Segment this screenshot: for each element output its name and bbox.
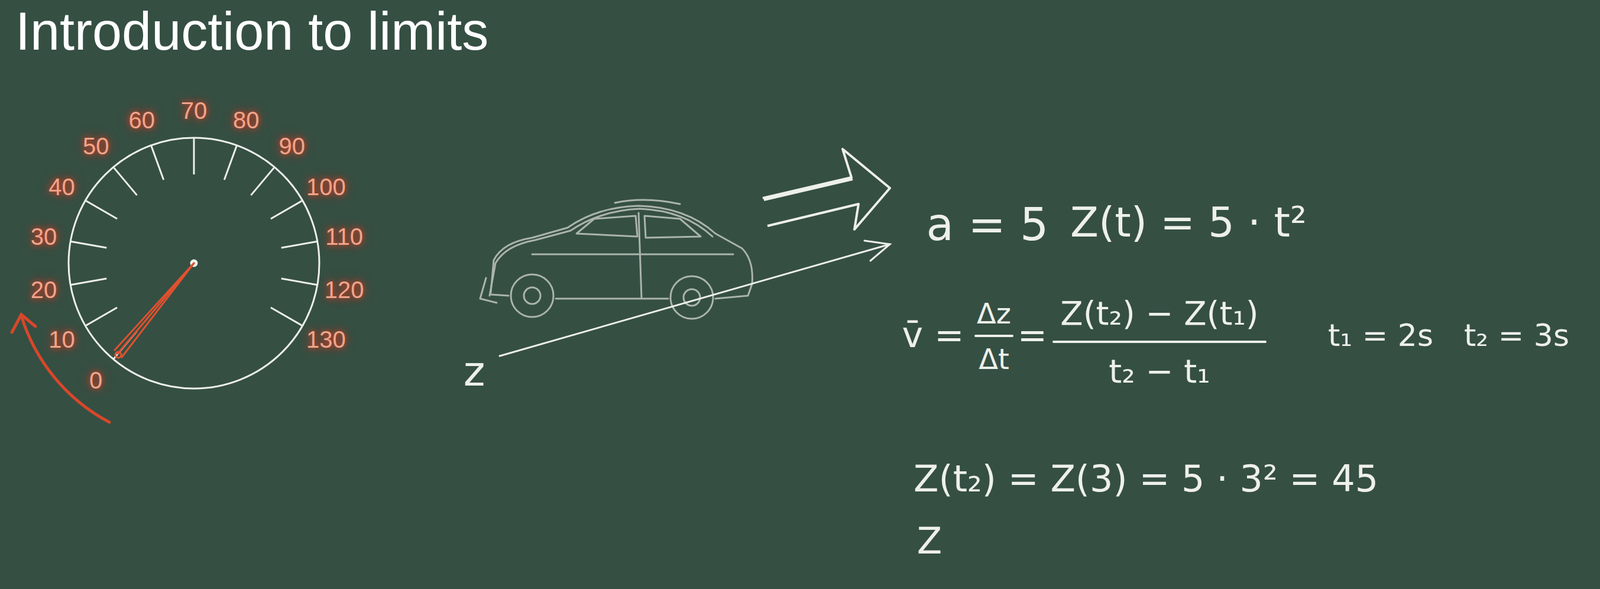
speed-number: 120 <box>324 276 365 303</box>
formula: Z(t) = 5 · t² <box>1070 199 1307 246</box>
curved-arrow <box>21 315 110 423</box>
car-bumper <box>480 277 497 303</box>
formula: t₂ = 3s <box>1464 318 1570 353</box>
dial-tick <box>281 241 318 248</box>
speed-number: 80 <box>232 107 260 134</box>
speed-number: 60 <box>128 107 156 134</box>
needle <box>114 263 194 358</box>
speed-number: 30 <box>30 223 58 250</box>
motion-arrow <box>11 314 110 423</box>
formula: Z(t₂) = Z(3) = 5 · 3² = 45 <box>913 458 1379 500</box>
formula: Z <box>917 520 942 562</box>
fraction-bar <box>1053 340 1266 343</box>
speedometer <box>68 137 320 389</box>
dial-tick <box>113 167 138 196</box>
arrow-head <box>11 314 36 333</box>
hollow-arrow <box>762 149 890 230</box>
dial-circle <box>68 137 320 389</box>
z-axis <box>499 240 890 356</box>
dial-tick <box>250 167 275 196</box>
needle-tip <box>115 351 122 358</box>
dial-tick <box>270 200 303 219</box>
dial-tick <box>270 307 303 326</box>
speed-number: 110 <box>325 223 364 250</box>
formula: t₁ = 2s <box>1328 318 1434 353</box>
car-detail <box>532 212 734 299</box>
car-sketch <box>480 199 753 319</box>
dial-tick <box>150 145 164 180</box>
formula: Z(t₂) − Z(t₁) <box>1060 295 1259 332</box>
axis-line <box>499 244 890 356</box>
needle-line <box>114 264 193 351</box>
dial-tick <box>70 241 107 248</box>
speed-number: 50 <box>82 133 110 160</box>
dial-tick <box>85 307 118 326</box>
speed-number: 20 <box>30 276 58 303</box>
formula: = <box>1017 315 1048 355</box>
car-body <box>490 205 753 299</box>
formula: t₂ − t₁ <box>1108 352 1210 390</box>
dial-tick <box>281 278 318 285</box>
formula: Δt <box>978 343 1010 375</box>
fraction-bar <box>975 334 1013 338</box>
car-hub <box>523 287 541 304</box>
speed-number: 70 <box>180 97 208 124</box>
formula: a = 5 <box>926 199 1049 250</box>
speed-number: 0 <box>89 367 103 394</box>
slide-title: Introduction to limits <box>15 2 489 61</box>
formula: v̄ = <box>902 315 965 355</box>
speed-number: 40 <box>48 173 76 200</box>
formula: Δz <box>976 298 1012 330</box>
direction-arrow <box>762 149 890 230</box>
speed-number: 10 <box>48 326 76 353</box>
speed-number: 100 <box>306 173 346 200</box>
hollow-arrow-line <box>763 179 853 200</box>
speed-number: 130 <box>306 326 346 353</box>
dial-tick <box>224 145 237 180</box>
axis-label: z <box>463 348 486 395</box>
speed-number: 90 <box>279 133 306 160</box>
dial-tick <box>193 137 196 175</box>
dial-tick <box>70 278 107 285</box>
axis-arrow-head <box>864 240 890 261</box>
needle-line <box>121 263 194 358</box>
car-body <box>489 208 713 296</box>
car-roof <box>614 199 680 204</box>
dial-tick <box>85 200 118 219</box>
car-wheel <box>510 274 554 317</box>
